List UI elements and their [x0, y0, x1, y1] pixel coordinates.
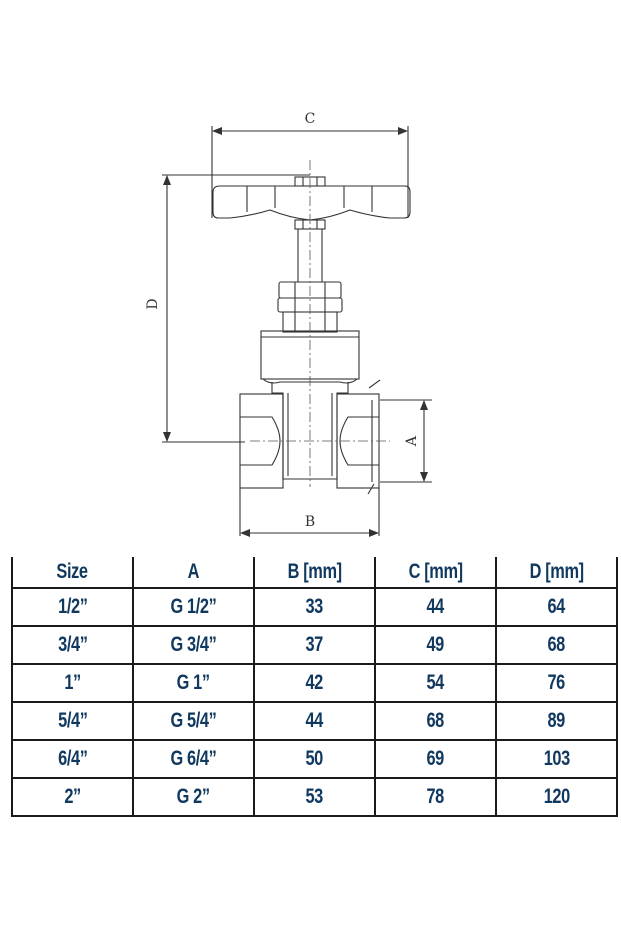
bonnet — [260, 330, 360, 384]
cell-text: 37 — [305, 633, 324, 656]
cell-text: 44 — [426, 595, 445, 618]
cell-text: G 2” — [176, 785, 211, 808]
cell-text: 68 — [547, 633, 566, 656]
cell-size: 6/4” — [11, 740, 134, 779]
cell-text: 3/4” — [57, 633, 88, 656]
cell-a: G 1” — [132, 664, 255, 703]
cell-d: 76 — [495, 664, 618, 703]
cell-d: 89 — [495, 702, 618, 741]
table-row: 5/4” G 5/4” 44 68 89 — [11, 702, 618, 741]
header-text: C [mm] — [408, 560, 463, 583]
cell-text: 50 — [305, 747, 324, 770]
cell-size: 5/4” — [11, 702, 134, 741]
dimension-b — [239, 488, 380, 537]
table-row: 6/4” G 6/4” 50 69 103 — [11, 740, 618, 779]
table-row: 1” G 1” 42 54 76 — [11, 664, 618, 703]
cell-text: 2” — [64, 785, 81, 808]
cell-text: 76 — [547, 671, 566, 694]
cell-c: 44 — [374, 588, 497, 627]
label-d: D — [145, 298, 161, 309]
cell-text: 64 — [547, 595, 566, 618]
cell-text: 49 — [426, 633, 445, 656]
header-a: A — [132, 557, 255, 589]
cell-d: 68 — [495, 626, 618, 665]
table-header-row: Size A B [mm] C [mm] D [mm] — [11, 557, 618, 589]
dimension-table: Size A B [mm] C [mm] D [mm] 1/2” G 1/2” … — [11, 557, 618, 817]
cell-text: G 6/4” — [170, 747, 217, 770]
cell-b: 33 — [253, 588, 376, 627]
cell-text: G 1/2” — [170, 595, 217, 618]
cell-a: G 6/4” — [132, 740, 255, 779]
cell-b: 42 — [253, 664, 376, 703]
cell-size: 2” — [11, 778, 134, 817]
cell-text: 68 — [426, 709, 445, 732]
centerlines — [250, 160, 390, 487]
valve-technical-drawing: C D A B — [145, 111, 432, 537]
cell-size: 1/2” — [11, 588, 134, 627]
t-handle — [212, 176, 411, 230]
cell-b: 50 — [253, 740, 376, 779]
cell-text: 103 — [543, 747, 570, 770]
table-row: 2” G 2” 53 78 120 — [11, 778, 618, 817]
cell-c: 49 — [374, 626, 497, 665]
cell-a: G 3/4” — [132, 626, 255, 665]
cell-text: 78 — [426, 785, 445, 808]
header-b: B [mm] — [253, 557, 376, 589]
cell-text: 54 — [426, 671, 445, 694]
header-text: D [mm] — [529, 560, 584, 583]
table-row: 3/4” G 3/4” 37 49 68 — [11, 626, 618, 665]
table-row: 1/2” G 1/2” 33 44 64 — [11, 588, 618, 627]
cell-text: 42 — [305, 671, 324, 694]
cell-b: 53 — [253, 778, 376, 817]
cell-b: 37 — [253, 626, 376, 665]
cell-text: 120 — [543, 785, 570, 808]
cell-d: 120 — [495, 778, 618, 817]
cell-text: G 3/4” — [170, 633, 217, 656]
cell-c: 78 — [374, 778, 497, 817]
cell-d: 64 — [495, 588, 618, 627]
cell-b: 44 — [253, 702, 376, 741]
cell-text: 1/2” — [57, 595, 88, 618]
cell-text: G 1” — [176, 671, 211, 694]
header-text: Size — [56, 560, 89, 583]
cell-text: 5/4” — [57, 709, 88, 732]
header-d: D [mm] — [495, 557, 618, 589]
cell-text: 33 — [305, 595, 324, 618]
cell-text: 89 — [547, 709, 566, 732]
cell-size: 1” — [11, 664, 134, 703]
cell-text: 53 — [305, 785, 324, 808]
cell-text: G 5/4” — [170, 709, 217, 732]
cell-a: G 2” — [132, 778, 255, 817]
label-b: B — [305, 514, 315, 530]
cell-a: G 1/2” — [132, 588, 255, 627]
cell-text: 6/4” — [57, 747, 88, 770]
label-a: A — [404, 435, 420, 447]
stem — [297, 229, 323, 282]
header-text: A — [187, 560, 200, 583]
cell-c: 54 — [374, 664, 497, 703]
cell-size: 3/4” — [11, 626, 134, 665]
header-c: C [mm] — [374, 557, 497, 589]
label-c: C — [305, 111, 316, 127]
cell-text: 1” — [64, 671, 81, 694]
cell-c: 68 — [374, 702, 497, 741]
dimension-d — [162, 174, 310, 443]
dimension-a — [380, 399, 432, 483]
header-text: B [mm] — [287, 560, 342, 583]
cell-text: 69 — [426, 747, 445, 770]
cell-c: 69 — [374, 740, 497, 779]
cell-d: 103 — [495, 740, 618, 779]
header-size: Size — [11, 557, 134, 589]
cell-text: 44 — [305, 709, 324, 732]
dimension-c — [211, 126, 409, 218]
cell-a: G 5/4” — [132, 702, 255, 741]
